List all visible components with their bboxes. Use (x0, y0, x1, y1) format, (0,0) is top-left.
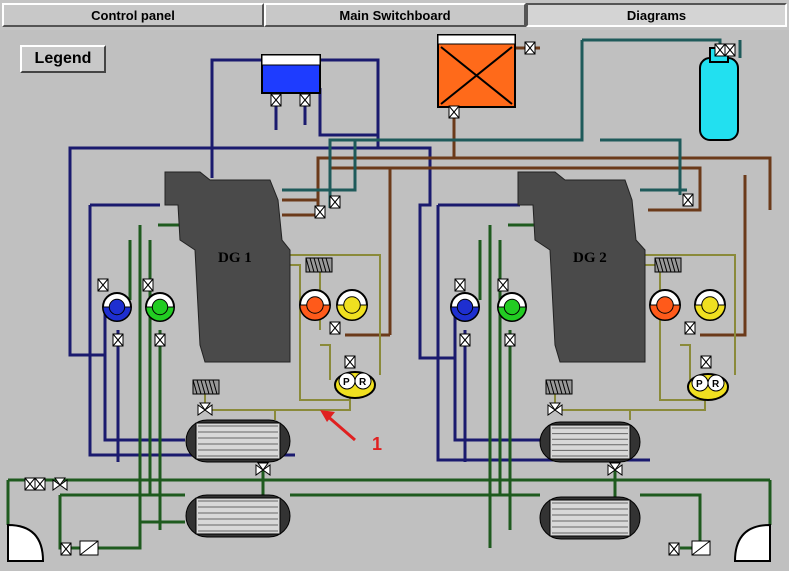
lube-pump-dg1-a (336, 289, 368, 321)
fresh-water-pump-dg1 (102, 292, 132, 322)
sea-strainer-right (691, 540, 711, 556)
pipe (700, 175, 747, 337)
tab-main-switchboard[interactable]: Main Switchboard (264, 3, 526, 27)
pipe (68, 58, 380, 357)
pipe (454, 156, 772, 210)
engine-dg1: DG 1 (164, 171, 291, 363)
thermo-valve-dg2-lube (547, 402, 563, 416)
valve-3 (314, 205, 326, 219)
engine-dg1-label: DG 1 (218, 250, 252, 266)
pump-letter-p: P (343, 377, 350, 388)
tab-bar: Control panel Main Switchboard Diagrams (0, 0, 789, 30)
valve-23 (34, 477, 46, 491)
valve-21 (668, 542, 680, 556)
tab-diagrams[interactable]: Diagrams (526, 3, 787, 27)
pump-letter-p: P (696, 379, 703, 390)
valve-1 (299, 93, 311, 107)
valve-16 (329, 321, 341, 335)
annotation-marker: 1 (372, 434, 382, 454)
pipe (285, 254, 381, 375)
valve-10 (112, 333, 124, 347)
sea-water-pump-dg2 (497, 292, 527, 322)
valve-7 (724, 43, 736, 57)
valve-4 (329, 195, 341, 209)
valve-6 (714, 43, 726, 57)
engine-dg2: DG 2 (517, 171, 646, 363)
pipe (330, 166, 702, 212)
pump-letter-r: R (712, 379, 720, 390)
fuel-day-tank-orange (437, 34, 516, 108)
pipe (103, 300, 185, 442)
valve-12 (454, 278, 466, 292)
valves (7, 41, 771, 562)
pipe (680, 344, 691, 380)
thermo-valve-dg1-lube (197, 402, 213, 416)
filter-dg1-lube (192, 379, 220, 395)
pipe (210, 58, 262, 178)
fuel-pump-dg2-a (649, 289, 681, 321)
valve-2 (448, 105, 460, 119)
pipe (453, 300, 540, 442)
engine-dg2-label: DG 2 (573, 250, 607, 266)
fresh-water-cooler-dg2 (539, 496, 641, 540)
thermo-valve-dg2-fw (607, 462, 623, 476)
annotation-arrow: 1 (320, 410, 382, 454)
air-bottle-cyan (699, 47, 739, 141)
filter-dg2-lube (545, 379, 573, 395)
pipe (640, 254, 736, 375)
fresh-water-cooler-dg1 (185, 494, 291, 538)
valve-0 (270, 93, 282, 107)
pump-letter-r: R (359, 377, 367, 388)
pipe (282, 140, 357, 192)
pipe (640, 493, 702, 550)
filter-dg2-fuel (654, 257, 682, 273)
lube-pump-dg2-a (694, 289, 726, 321)
lube-oil-cooler-dg2 (539, 421, 641, 463)
pipe (378, 146, 455, 360)
valve-13 (497, 278, 509, 292)
valve-18 (344, 355, 356, 369)
lube-oil-cooler-dg1 (185, 419, 291, 463)
valve-5 (682, 193, 694, 207)
valve-17 (684, 321, 696, 335)
sea-chest-left (7, 523, 45, 562)
pipe (318, 88, 378, 137)
pipe (320, 344, 331, 380)
valve-14 (459, 333, 471, 347)
fresh-water-pump-dg2 (450, 292, 480, 322)
valve-9 (142, 278, 154, 292)
valve-15 (504, 333, 516, 347)
pipe (600, 138, 682, 195)
valve-11 (154, 333, 166, 347)
valve-19 (700, 355, 712, 369)
valve-8 (97, 278, 109, 292)
filter-dg1-fuel (305, 257, 333, 273)
thermo-valve-sw-inlet (52, 477, 68, 491)
sea-water-pump-dg1 (145, 292, 175, 322)
valve-22 (24, 477, 36, 491)
tab-control-panel[interactable]: Control panel (2, 3, 264, 27)
sea-chest-right (733, 523, 771, 562)
sea-strainer-left (79, 540, 99, 556)
valve-24 (524, 41, 536, 55)
valve-20 (60, 542, 72, 556)
pipe (328, 40, 584, 208)
expansion-tank-blue (261, 54, 321, 94)
fuel-pump-dg1-a (299, 289, 331, 321)
thermo-valve-dg1-fw (255, 462, 271, 476)
pipe-network (6, 38, 772, 550)
pipe (205, 395, 351, 411)
legend-button[interactable]: Legend (20, 45, 106, 73)
heat-exchangers (185, 419, 641, 540)
